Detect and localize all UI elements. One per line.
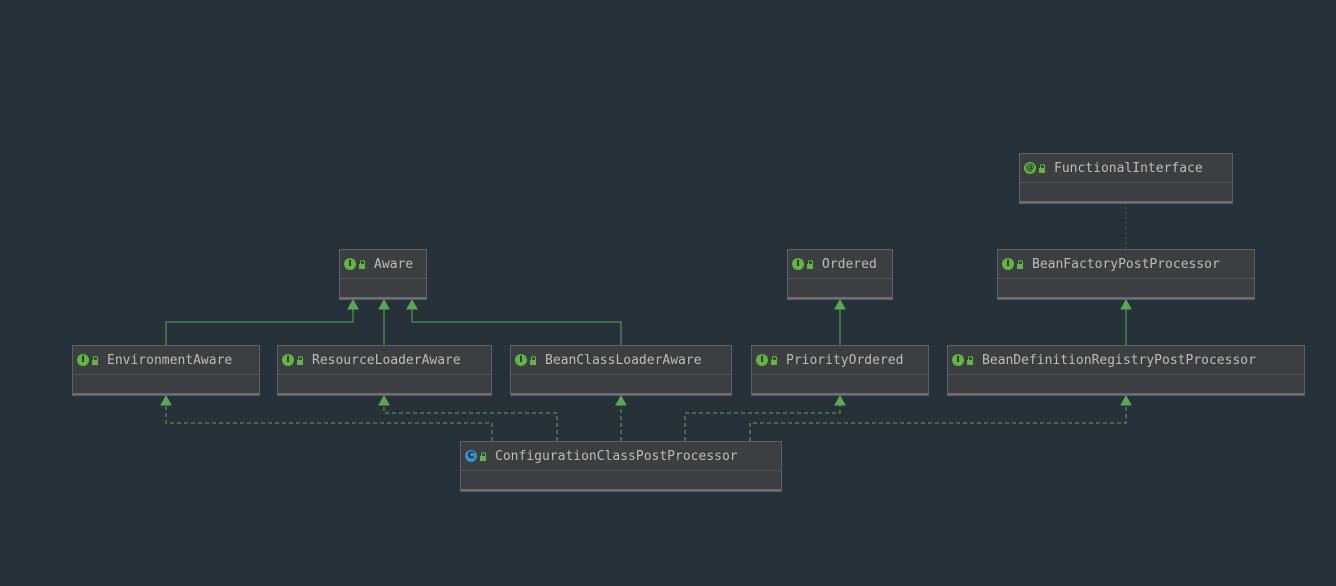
- public-lock-icon: [359, 259, 365, 269]
- interface-icon: I: [515, 354, 527, 366]
- node-priority-ordered[interactable]: I PriorityOrdered: [751, 345, 929, 396]
- node-environment-aware[interactable]: I EnvironmentAware: [72, 345, 260, 396]
- edge-configuration-class-post-processor-to-resource-loader-aware: [378, 394, 558, 441]
- node-members: [511, 375, 731, 395]
- node-bean-definition-registry-post-processor[interactable]: I BeanDefinitionRegistryPostProcessor: [947, 345, 1305, 396]
- edge-resource-loader-aware-to-aware: [378, 298, 390, 345]
- edge-line: [411, 308, 622, 345]
- node-functional-interface[interactable]: @ FunctionalInterface: [1019, 153, 1233, 204]
- node-label: BeanFactoryPostProcessor: [1032, 256, 1220, 272]
- node-label: BeanDefinitionRegistryPostProcessor: [982, 352, 1256, 368]
- edge-line: [165, 404, 493, 441]
- public-lock-icon: [530, 355, 536, 365]
- node-bean-class-loader-aware[interactable]: I BeanClassLoaderAware: [510, 345, 732, 396]
- edge-environment-aware-to-aware: [165, 298, 359, 345]
- interface-icon: I: [952, 354, 964, 366]
- node-ordered[interactable]: I Ordered: [787, 249, 893, 300]
- interface-icon: I: [756, 354, 768, 366]
- interface-icon: I: [282, 354, 294, 366]
- node-members: [278, 375, 491, 395]
- node-label: ResourceLoaderAware: [312, 352, 461, 368]
- public-lock-icon: [480, 451, 486, 461]
- edge-arrowhead: [347, 298, 359, 310]
- node-configuration-class-post-processor[interactable]: C ConfigurationClassPostProcessor: [460, 441, 782, 492]
- public-lock-icon: [92, 355, 98, 365]
- node-label: FunctionalInterface: [1054, 160, 1203, 176]
- node-header: I Aware: [340, 250, 426, 279]
- edge-arrowhead: [834, 298, 846, 310]
- interface-icon: I: [1002, 258, 1014, 270]
- edge-arrowhead: [1120, 298, 1132, 310]
- node-members: [788, 279, 892, 299]
- public-lock-icon: [1017, 259, 1023, 269]
- node-label: ConfigurationClassPostProcessor: [495, 448, 738, 464]
- edge-priority-ordered-to-ordered: [834, 298, 846, 345]
- node-header: I BeanClassLoaderAware: [511, 346, 731, 375]
- edge-configuration-class-post-processor-to-bean-class-loader-aware: [615, 394, 627, 441]
- node-header: I EnvironmentAware: [73, 346, 259, 375]
- public-lock-icon: [771, 355, 777, 365]
- edge-line: [165, 308, 354, 345]
- node-members: [461, 471, 781, 491]
- edge-arrowhead: [160, 394, 172, 406]
- public-lock-icon: [1039, 163, 1045, 173]
- edge-line: [383, 404, 558, 441]
- node-aware[interactable]: I Aware: [339, 249, 427, 300]
- edge-arrowhead: [615, 394, 627, 406]
- node-header: @ FunctionalInterface: [1020, 154, 1232, 183]
- node-label: EnvironmentAware: [107, 352, 233, 368]
- node-header: I PriorityOrdered: [752, 346, 928, 375]
- edge-line: [684, 404, 841, 441]
- edge-line: [749, 404, 1127, 441]
- edge-arrowhead: [1120, 394, 1132, 406]
- edge-configuration-class-post-processor-to-environment-aware: [160, 394, 493, 441]
- class-icon: C: [465, 450, 477, 462]
- node-header: I Ordered: [788, 250, 892, 279]
- edge-arrowhead: [378, 394, 390, 406]
- edge-arrowhead: [406, 298, 418, 310]
- interface-icon: I: [792, 258, 804, 270]
- node-members: [948, 375, 1304, 395]
- edge-bean-class-loader-aware-to-aware: [406, 298, 622, 345]
- edge-arrowhead: [834, 394, 846, 406]
- annotation-icon: @: [1024, 162, 1036, 174]
- interface-icon: I: [344, 258, 356, 270]
- node-members: [998, 279, 1254, 299]
- node-resource-loader-aware[interactable]: I ResourceLoaderAware: [277, 345, 492, 396]
- interface-icon: I: [77, 354, 89, 366]
- edge-bean-definition-registry-post-processor-to-bean-factory-post-processor: [1120, 298, 1132, 345]
- node-label: BeanClassLoaderAware: [545, 352, 702, 368]
- node-label: Aware: [374, 256, 414, 272]
- node-members: [73, 375, 259, 395]
- node-members: [1020, 183, 1232, 203]
- node-bean-factory-post-processor[interactable]: I BeanFactoryPostProcessor: [997, 249, 1255, 300]
- node-header: I BeanDefinitionRegistryPostProcessor: [948, 346, 1304, 375]
- node-header: I BeanFactoryPostProcessor: [998, 250, 1254, 279]
- edge-configuration-class-post-processor-to-priority-ordered: [684, 394, 846, 441]
- node-members: [752, 375, 928, 395]
- edge-configuration-class-post-processor-to-bean-definition-registry-post-processor: [749, 394, 1132, 441]
- node-label: PriorityOrdered: [786, 352, 904, 368]
- node-members: [340, 279, 426, 299]
- public-lock-icon: [967, 355, 973, 365]
- edge-arrowhead: [378, 298, 390, 310]
- node-header: C ConfigurationClassPostProcessor: [461, 442, 781, 471]
- node-header: I ResourceLoaderAware: [278, 346, 491, 375]
- node-label: Ordered: [822, 256, 877, 272]
- public-lock-icon: [297, 355, 303, 365]
- public-lock-icon: [807, 259, 813, 269]
